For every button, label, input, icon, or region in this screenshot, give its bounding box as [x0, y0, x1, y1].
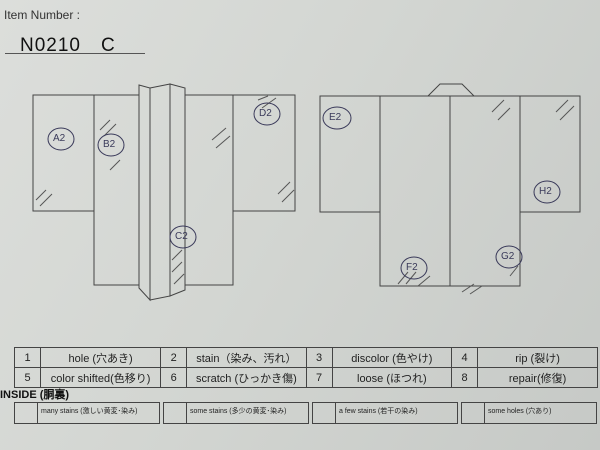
defect-label: A2 — [53, 133, 66, 144]
inside-item: some stains (多少の黄変･染み) — [163, 402, 309, 424]
inside-item-label: some holes (穴あり) — [488, 408, 552, 415]
front-left-collar — [138, 84, 151, 302]
inside-checkbox[interactable] — [313, 403, 336, 423]
inside-item-label: some stains (多少の黄変･染み) — [190, 408, 287, 415]
inside-checkbox[interactable] — [15, 403, 38, 423]
front-left-overlap — [149, 83, 171, 301]
front-view — [32, 83, 296, 302]
legend-number: 5 — [13, 367, 42, 388]
legend-row: 1 hole (穴あき) 2 stain（染み、汚れ） 3 discolor (… — [13, 347, 598, 368]
inside-checkbox[interactable] — [164, 403, 187, 423]
front-right-collar — [169, 83, 186, 297]
legend-label: discolor (色やけ) — [331, 347, 453, 368]
inside-section-title: INSIDE (胴裏) — [0, 389, 70, 401]
defect-label: F2 — [406, 262, 418, 273]
inside-item: a few stains (若干の染み) — [312, 402, 458, 424]
defect-label: G2 — [501, 251, 515, 262]
inside-checkbox[interactable] — [462, 403, 485, 423]
inside-item-label: a few stains (若干の染み) — [339, 408, 418, 415]
legend-label: color shifted(色移り) — [40, 367, 162, 388]
legend-label: scratch (ひっかき傷) — [186, 367, 307, 388]
defect-label: D2 — [259, 108, 272, 119]
defect-legend-table: 1 hole (穴あき) 2 stain（染み、汚れ） 3 discolor (… — [13, 347, 598, 388]
legend-number: 6 — [160, 367, 188, 388]
legend-number: 3 — [305, 347, 333, 368]
defect-label: E2 — [329, 112, 342, 123]
legend-number: 2 — [160, 347, 188, 368]
inside-item-label: many stains (激しい黄変･染み) — [41, 408, 138, 415]
front-left-body — [93, 94, 140, 286]
stain-hatching — [35, 95, 575, 295]
legend-number: 4 — [451, 347, 479, 368]
defect-label: B2 — [103, 139, 116, 150]
legend-number: 1 — [13, 347, 42, 368]
legend-label: hole (穴あき) — [40, 347, 162, 368]
back-collar — [426, 83, 476, 97]
back-right-sleeve — [519, 95, 581, 213]
legend-number: 8 — [451, 367, 479, 388]
front-right-sleeve — [232, 94, 296, 212]
legend-number: 7 — [305, 367, 333, 388]
front-right-body — [184, 94, 234, 286]
item-number-value: N0210 C — [20, 35, 116, 56]
defect-label: C2 — [175, 231, 188, 242]
legend-row: 5 color shifted(色移り) 6 scratch (ひっかき傷) 7… — [13, 367, 598, 388]
legend-label: rip (裂け) — [477, 347, 598, 368]
legend-label: stain（染み、汚れ） — [186, 347, 307, 368]
legend-label: loose (ほつれ) — [331, 367, 453, 388]
defect-circles — [47, 102, 561, 280]
item-number-underline — [5, 53, 145, 54]
inside-item: some holes (穴あり) — [461, 402, 597, 424]
back-view — [319, 83, 581, 287]
inside-item: many stains (激しい黄変･染み) — [14, 402, 160, 424]
defect-label: H2 — [539, 186, 552, 197]
legend-label: repair(修復) — [477, 367, 598, 388]
item-number-label: Item Number : — [4, 8, 81, 22]
